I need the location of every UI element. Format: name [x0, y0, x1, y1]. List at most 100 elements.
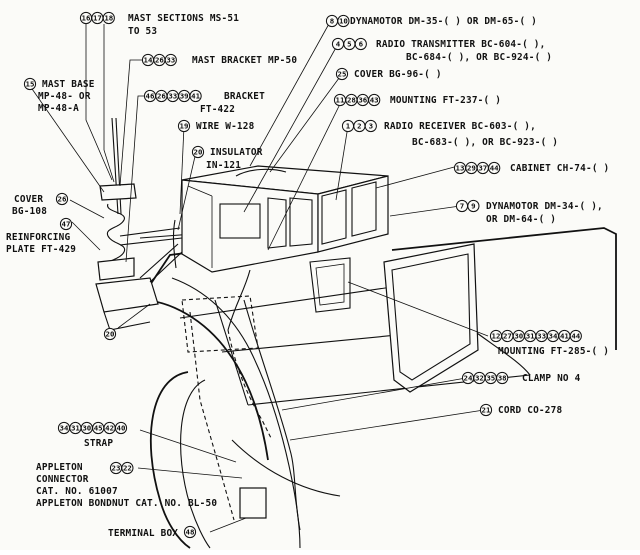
cabinet-right-side [317, 175, 389, 253]
mast-base [97, 257, 135, 281]
reference-number-circle [164, 53, 177, 67]
reference-number: 18 [104, 14, 113, 23]
hidden-cable-1 [227, 329, 273, 441]
reference-number: 20 [106, 330, 115, 339]
receiver-panel-4 [351, 181, 377, 237]
leader-terminal-box [209, 517, 247, 533]
bracket-arm [139, 243, 183, 283]
reference-number: 2 [357, 122, 361, 131]
receiver-panel-3 [321, 189, 347, 245]
reference-number: 14 [144, 56, 153, 65]
callout-text: MP-48-A [38, 103, 79, 114]
reference-number: 17 [93, 14, 102, 23]
reference-number: 30 [82, 424, 91, 433]
reference-number: 33 [166, 56, 175, 65]
leader-mast-base [29, 85, 105, 193]
reference-number-circle [23, 77, 37, 91]
tail-door [383, 243, 479, 393]
callout-cover-bg108: COVER BG-108 26 [12, 192, 69, 217]
reference-number: 40 [117, 424, 126, 433]
reference-number: 42 [105, 424, 114, 433]
reference-number-circle [364, 119, 377, 133]
leader-reinforcing [71, 221, 101, 251]
callout-text: CONNECTOR [36, 474, 89, 485]
reference-number: 8 [330, 17, 334, 26]
rear-tire [149, 371, 191, 549]
reference-number: 41 [560, 332, 569, 341]
leader-appleton [137, 467, 243, 479]
callout-text: MAST BRACKET MP-50 [192, 55, 297, 66]
hidden-mount-outline [181, 295, 259, 353]
leader-ref-20 [117, 303, 151, 329]
leader-transmitter [243, 43, 339, 213]
reference-number: 34 [60, 424, 69, 433]
leader-wire [179, 125, 185, 215]
callout-text: CAT. NO. 61007 [36, 486, 118, 497]
fender-curve [139, 299, 269, 461]
bracket-plate [95, 277, 159, 313]
reference-number: 22 [123, 464, 132, 473]
cabinet-front [181, 179, 319, 273]
reference-number: 32 [475, 374, 484, 383]
callout-text: STRAP [84, 438, 113, 449]
reference-number: 30 [514, 332, 523, 341]
callout-appleton: APPLETON CONNECTOR CAT. NO. 61007 APPLET… [36, 461, 217, 509]
reference-number: 46 [146, 92, 155, 101]
reference-number: 44 [490, 164, 499, 173]
callout-cord: 21 CORD CO-278 [479, 403, 562, 417]
callout-text: BC-684-( ), OR BC-924-( ) [406, 52, 552, 63]
leader-mounting-237 [267, 99, 343, 251]
callout-text: COVER [14, 194, 43, 205]
tail-door-inner [391, 253, 471, 381]
reference-number: 31 [71, 424, 80, 433]
cabinet-assembly [181, 165, 389, 313]
callout-ref-20: 20 [103, 327, 117, 341]
reference-number: 9 [471, 202, 475, 211]
reference-number-circle [121, 461, 134, 475]
mast-bracket-upper [99, 183, 137, 201]
reference-number-circle [183, 525, 197, 539]
wiring [172, 219, 301, 531]
callout-text: BRACKET [224, 91, 265, 102]
mounting-frame-inner [315, 263, 345, 306]
reference-number: 33 [168, 92, 177, 101]
bed-floor-left [214, 299, 249, 406]
reference-number: 20 [194, 148, 203, 157]
receiver-panel-1 [267, 197, 287, 249]
callout-text: APPLETON [36, 462, 83, 473]
reference-number: 7 [460, 202, 464, 211]
callout-text: TERMINAL BOX [108, 528, 178, 539]
callout-text: WIRE W-128 [196, 121, 255, 132]
reference-number: 39 [180, 92, 189, 101]
reference-number: 43 [370, 96, 379, 105]
reference-number: 34 [549, 332, 558, 341]
leader-cord [289, 409, 485, 441]
reference-number: 45 [94, 424, 103, 433]
reference-number: 27 [503, 332, 512, 341]
callout-text: CORD CO-278 [498, 405, 562, 416]
reference-number: 3 [369, 122, 373, 131]
reference-number-circle [467, 199, 480, 213]
transmitter-panel [219, 203, 261, 239]
callout-mast-base: 15 MAST BASE MP-48- OR MP-48-A [23, 77, 95, 114]
callout-text: TO 53 [128, 26, 157, 37]
body-lower-curve [231, 439, 341, 497]
callout-text: OR DM-64-( ) [486, 214, 556, 225]
cabinet-handle [235, 168, 287, 177]
callout-wire: 19 WIRE W-128 [177, 119, 255, 133]
reference-number: 21 [482, 406, 491, 415]
callout-text: CABINET CH-74-( ) [510, 163, 609, 174]
reference-number: 36 [358, 96, 367, 105]
reference-number: 15 [26, 80, 35, 89]
reference-number: 38 [498, 374, 507, 383]
callout-text: DYNAMOTOR DM-35-( ) OR DM-65-( ) [350, 16, 537, 27]
reference-number: 28 [347, 96, 356, 105]
callout-text: BC-683-( ), OR BC-923-( ) [412, 137, 558, 148]
callout-text: RADIO TRANSMITTER BC-604-( ), [376, 39, 545, 50]
